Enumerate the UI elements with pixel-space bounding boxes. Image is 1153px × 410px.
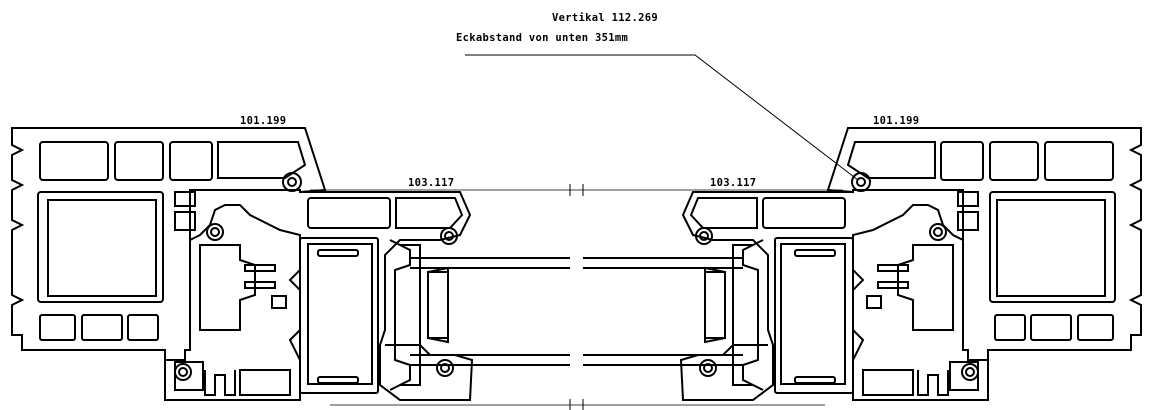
label-sash-right: 103.117 (710, 177, 756, 189)
annotation-line-1: Vertikal 112.269 (552, 12, 658, 24)
left-sash-profile (300, 191, 474, 401)
label-frame-left: 101.199 (240, 115, 286, 127)
left-profile-assembly (11, 127, 570, 401)
break-marks (569, 184, 584, 410)
right-profile-assembly (583, 127, 1142, 401)
label-frame-right: 101.199 (873, 115, 919, 127)
label-sash-left: 103.117 (408, 177, 454, 189)
annotation-line-2: Eckabstand von unten 351mm (456, 32, 628, 44)
right-sash-profile (679, 191, 853, 401)
right-frame-profile (826, 127, 1142, 361)
glass-lines (310, 189, 843, 406)
annotation-leader (465, 54, 859, 181)
left-frame-profile (11, 127, 327, 361)
